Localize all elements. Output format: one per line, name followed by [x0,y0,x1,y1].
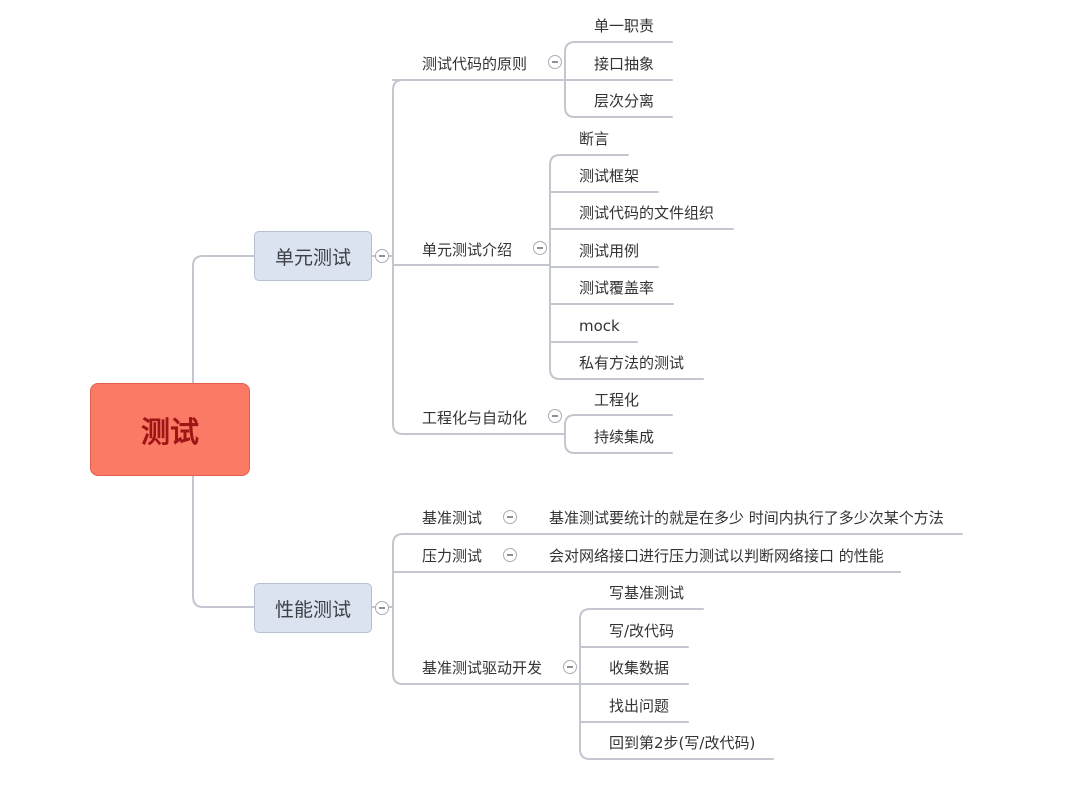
connector-perf-spine [392,533,404,685]
collapse-benchmark-icon[interactable] [503,510,517,524]
leaf-intro-1[interactable]: 断言 [579,130,610,148]
leaf-bdd-3[interactable]: 收集数据 [609,659,670,677]
topic-engineering[interactable]: 工程化与自动化 [422,409,528,427]
topic-bdd[interactable]: 基准测试驱动开发 [422,659,543,677]
leaf-bdd-2[interactable]: 写/改代码 [609,622,675,640]
leaf-principles-1[interactable]: 单一职责 [594,17,655,35]
collapse-intro-icon[interactable] [533,241,547,255]
leaf-bdd-1[interactable]: 写基准测试 [609,584,685,602]
collapse-unit-test-icon[interactable] [375,249,389,263]
leaf-bdd-5[interactable]: 回到第2步(写/改代码) [609,734,756,752]
root-topic[interactable]: 测试 [90,383,250,476]
note-stress[interactable]: 会对网络接口进行压力测试以判断网络接口 的性能 [549,547,884,565]
connector-root-unit [192,255,255,384]
leaf-intro-3[interactable]: 测试代码的文件组织 [579,204,715,222]
leaf-intro-7[interactable]: 私有方法的测试 [579,354,685,372]
leaf-engineering-1[interactable]: 工程化 [594,391,640,409]
leaf-principles-2[interactable]: 接口抽象 [594,55,655,73]
note-benchmark[interactable]: 基准测试要统计的就是在多少 时间内执行了多少次某个方法 [549,509,944,527]
collapse-bdd-icon[interactable] [563,660,577,674]
topic-stress[interactable]: 压力测试 [422,547,483,565]
topic-benchmark[interactable]: 基准测试 [422,509,483,527]
leaf-intro-2[interactable]: 测试框架 [579,167,640,185]
topic-intro[interactable]: 单元测试介绍 [422,241,513,259]
leaf-intro-5[interactable]: 测试覆盖率 [579,279,655,297]
leaf-engineering-2[interactable]: 持续集成 [594,428,655,446]
collapse-engineering-icon[interactable] [548,409,562,423]
connector-unit-spine [392,79,404,435]
branch-unit-test[interactable]: 单元测试 [254,231,372,281]
branch-perf-test[interactable]: 性能测试 [254,583,372,633]
collapse-perf-test-icon[interactable] [375,601,389,615]
collapse-principles-icon[interactable] [548,55,562,69]
leaf-principles-3[interactable]: 层次分离 [594,92,655,110]
leaf-intro-4[interactable]: 测试用例 [579,242,640,260]
topic-principles[interactable]: 测试代码的原则 [422,55,528,73]
branch-perf-test-label: 性能测试 [274,598,351,621]
connector-engineering-spine [564,414,576,454]
branch-unit-test-label: 单元测试 [274,246,351,269]
leaf-intro-6[interactable]: mock [579,317,620,335]
root-topic-label: 测试 [140,414,199,449]
connector-root-perf [192,475,255,608]
collapse-stress-icon[interactable] [503,548,517,562]
leaf-bdd-4[interactable]: 找出问题 [609,697,670,715]
